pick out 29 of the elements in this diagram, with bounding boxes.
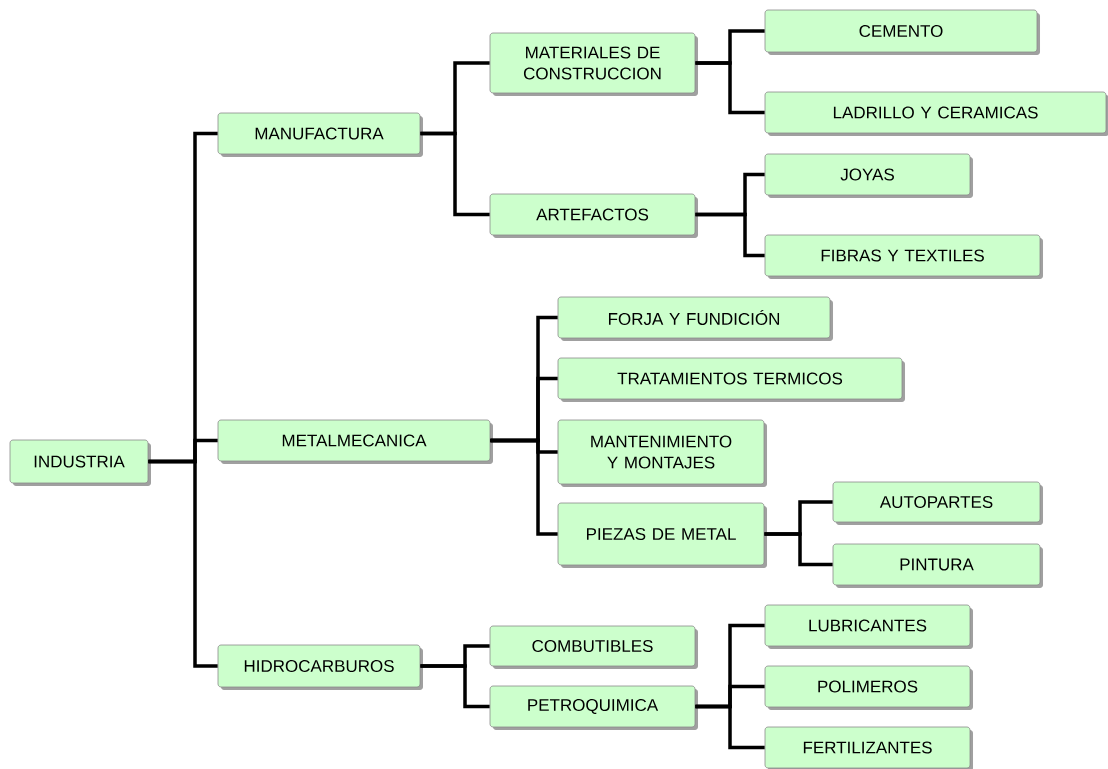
category-box: MANTENIMIENTO Y MONTAJES [557,419,767,487]
category-box: PINTURA [832,543,1043,588]
category-box: ARTEFACTOS [489,193,698,238]
connector-line [695,61,765,115]
category-box: PIEZAS DE METAL [557,502,767,568]
connector-line [420,664,490,709]
category-box: PETROQUIMICA [489,685,698,730]
category-box: FIBRAS Y TEXTILES [764,234,1043,279]
connector-line [695,704,765,750]
category-box: METALMECANICA [217,419,493,464]
connector-line [148,459,218,668]
category-box: FERTILIZANTES [764,726,973,769]
connector-line [490,438,558,536]
category-box: FORJA Y FUNDICIÓN [557,296,833,341]
category-box: AUTOPARTES [832,481,1043,525]
category-box: MATERIALES DE CONSTRUCCION [489,32,698,96]
category-box: COMBUTIBLES [489,625,698,669]
category-box: LUBRICANTES [764,604,973,649]
category-box: POLIMEROS [764,665,973,710]
connector-line [420,131,490,217]
connector-line [695,212,765,258]
category-box: MANUFACTURA [217,112,423,157]
category-box: HIDROCARBUROS [217,644,423,690]
category-box: CEMENTO [764,9,1040,55]
category-box: LADRILLO Y CERAMICAS [764,91,1108,136]
connector-line [764,532,833,567]
category-box: INDUSTRIA [9,439,151,486]
category-box: JOYAS [764,153,973,198]
category-box: TRATAMIENTOS TERMICOS [557,357,905,402]
